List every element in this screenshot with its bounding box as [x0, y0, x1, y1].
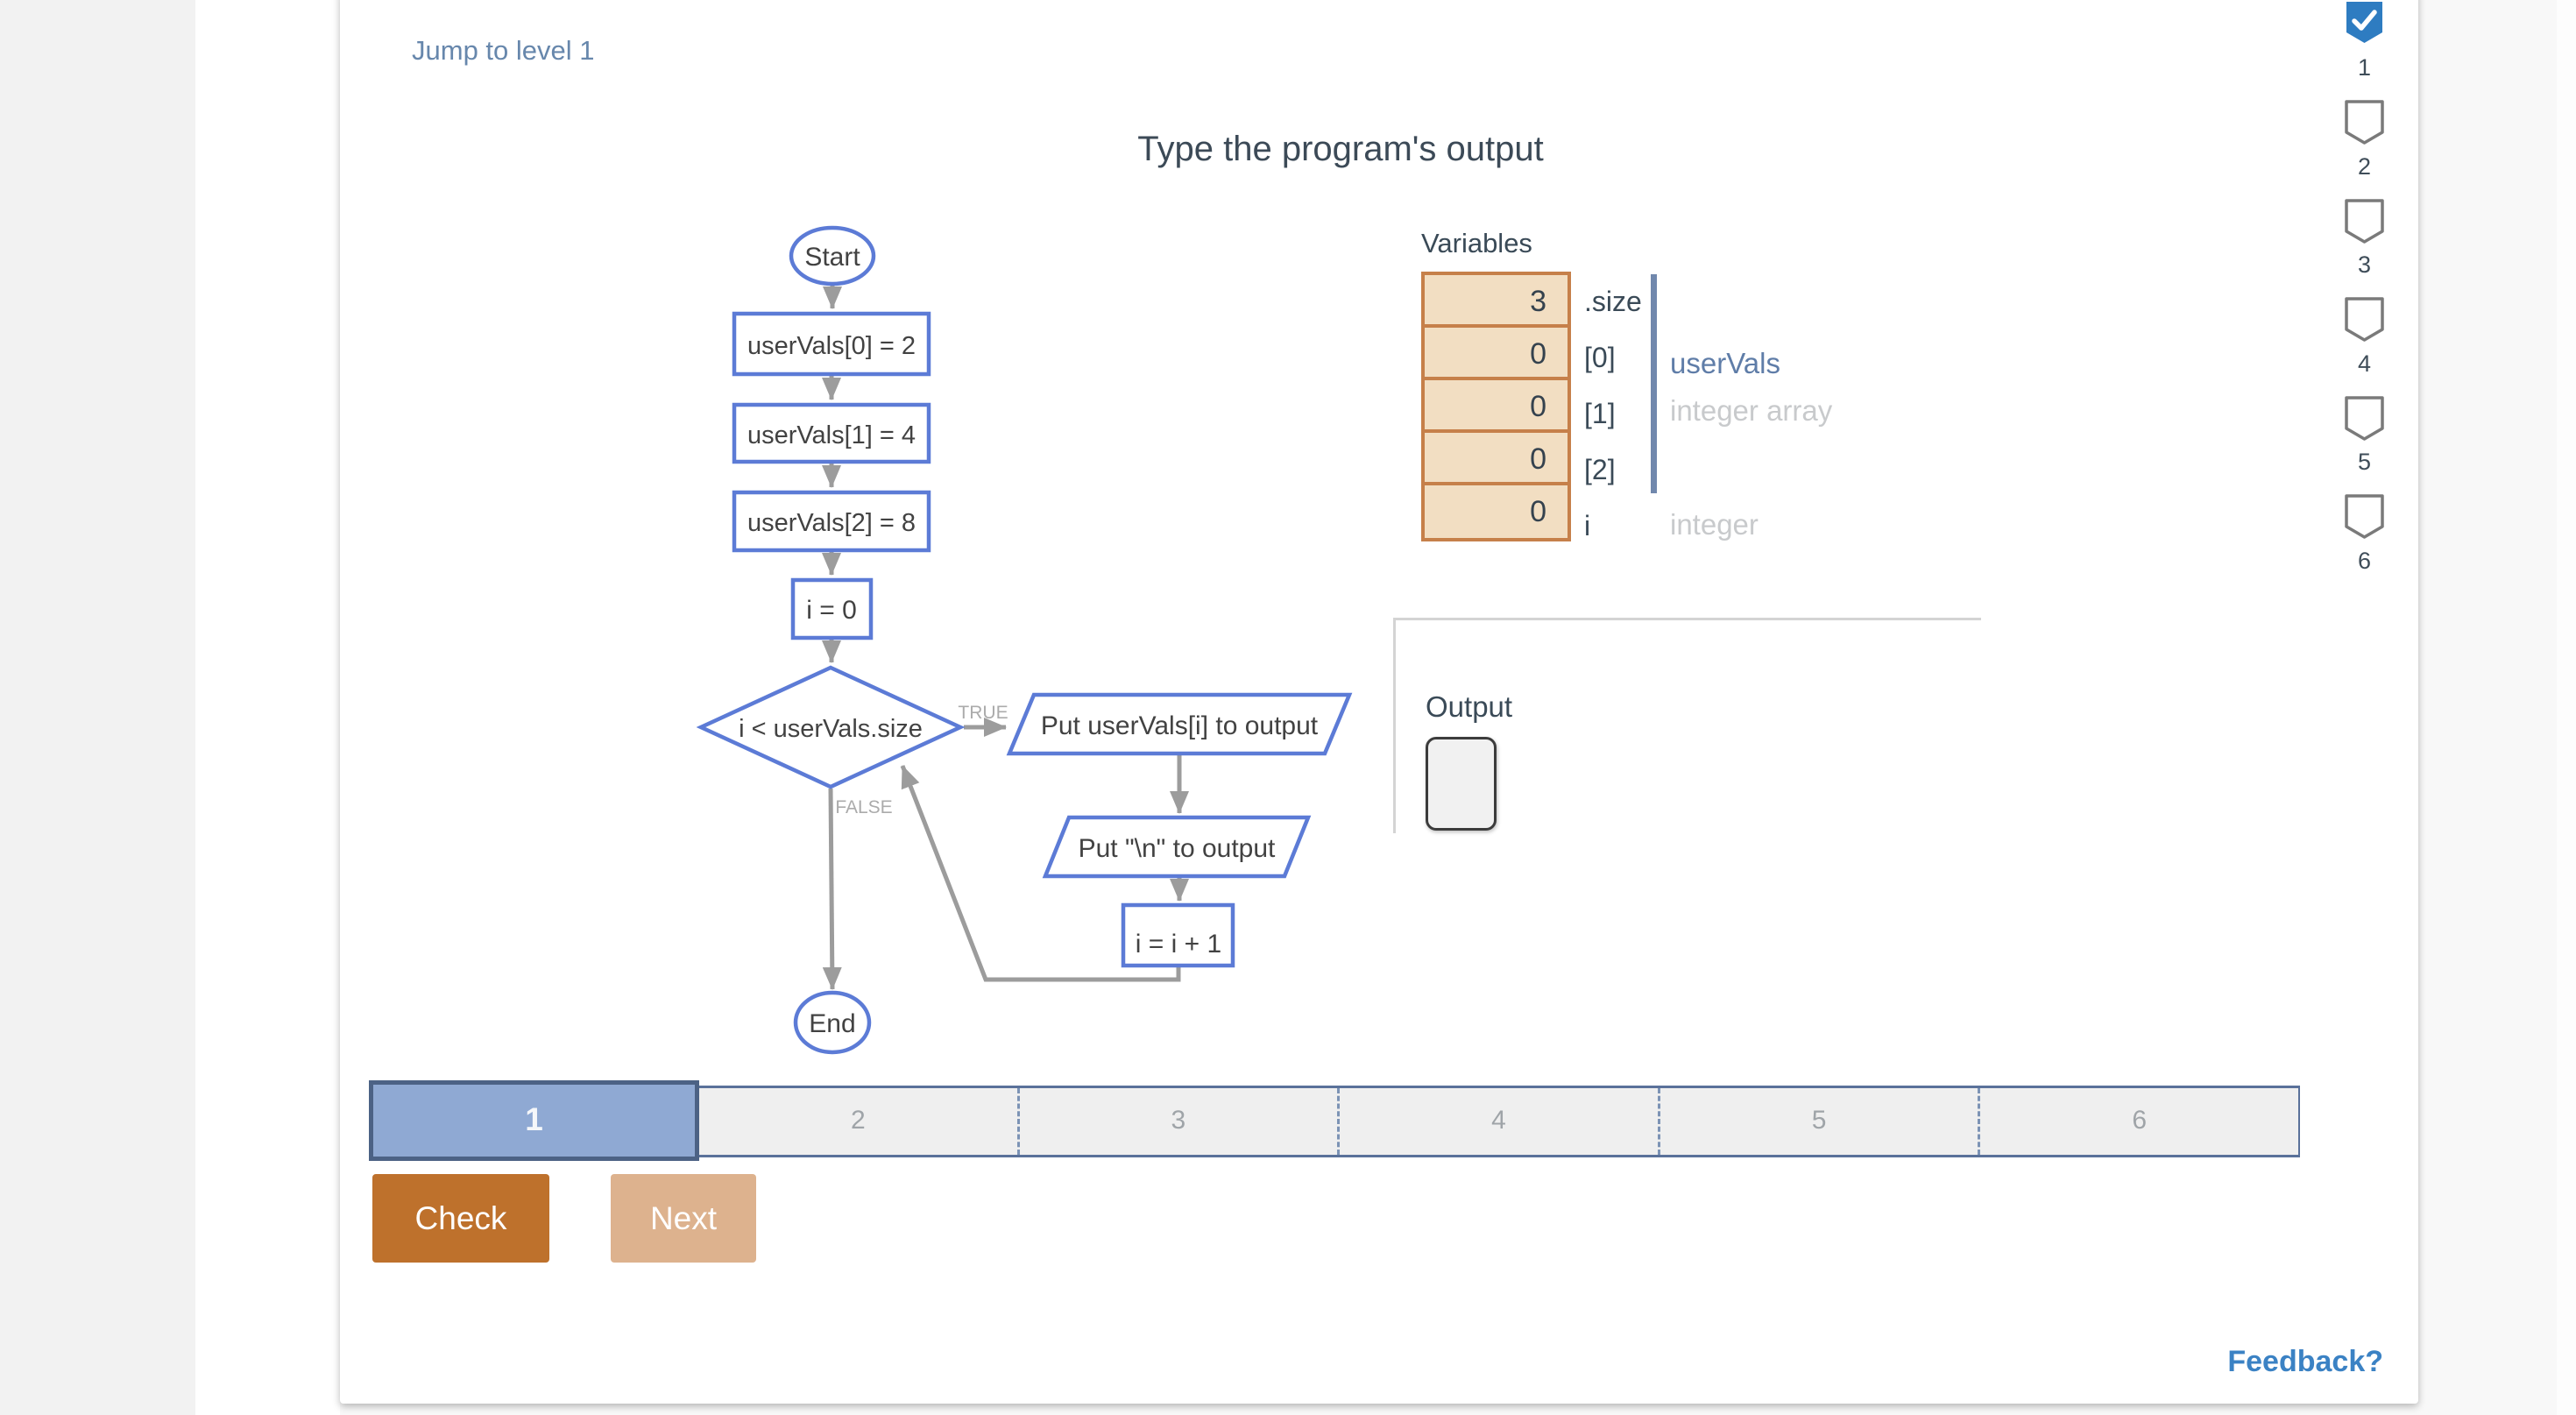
flowchart-diagram: Start userVals[0] = 2 userVals[1] = 4 us…	[696, 225, 1353, 1055]
variables-table: 3 0 0 0 0	[1421, 272, 1571, 541]
output-panel-top-border	[1393, 618, 1981, 620]
progress-segment: 4	[1340, 1088, 1660, 1155]
progress-segment: 2	[699, 1088, 1020, 1155]
arrow-loop-back	[900, 765, 1181, 982]
variables-title: Variables	[1421, 228, 1532, 258]
false-branch-label: FALSE	[835, 797, 892, 817]
output-label: Output	[1426, 690, 1513, 723]
array-type: integer array	[1670, 394, 1833, 427]
assign1-label: userVals[1] = 4	[747, 421, 916, 449]
level-badge-icon	[2345, 396, 2384, 441]
end-label: End	[809, 1009, 855, 1038]
variable-cell-2: 0	[1425, 433, 1568, 485]
jump-to-level-link[interactable]: Jump to level 1	[412, 35, 595, 66]
put-value-node	[1006, 692, 1353, 756]
assign0-label: userVals[0] = 2	[747, 332, 916, 360]
level-badge-number: 2	[2357, 153, 2372, 180]
condition-label: i < userVals.size	[739, 715, 923, 743]
increment-label: i = i + 1	[1136, 930, 1221, 959]
true-branch-label: TRUE	[958, 703, 1008, 723]
put-value-label: Put userVals[i] to output	[1041, 711, 1319, 740]
row-label-1: [1]	[1584, 398, 1616, 429]
left-white-column	[195, 0, 340, 1415]
progress-segment: 6	[2132, 1106, 2148, 1135]
start-label: Start	[804, 243, 860, 272]
array-group-bar	[1651, 274, 1657, 493]
output-panel-left-border	[1393, 618, 1396, 833]
feedback-link[interactable]: Feedback?	[2227, 1345, 2383, 1378]
check-button[interactable]: Check	[372, 1174, 549, 1263]
arrow-false-branch	[822, 788, 842, 990]
condition-node	[696, 665, 966, 789]
init-label: i = 0	[806, 596, 857, 625]
level-badge-number: 6	[2357, 548, 2372, 574]
variable-cell-0: 0	[1425, 328, 1568, 380]
variable-cell-i: 0	[1425, 485, 1568, 538]
level-badge-number: 4	[2357, 350, 2372, 377]
assign1-node	[732, 402, 931, 464]
level-badge-icon	[2345, 100, 2384, 145]
variable-cell-1: 0	[1425, 380, 1568, 433]
next-button[interactable]: Next	[611, 1174, 756, 1263]
level-badge-completed-icon	[2346, 2, 2382, 43]
level-badge-number: 5	[2357, 449, 2372, 475]
start-node	[789, 225, 876, 287]
increment-node	[1121, 902, 1235, 968]
row-label-0: [0]	[1584, 342, 1616, 373]
scalar-type: integer	[1670, 508, 1759, 541]
level-badge-icon	[2345, 494, 2384, 539]
end-node	[793, 990, 872, 1055]
scrollbar-track[interactable]	[2557, 0, 2576, 1415]
put-newline-node	[1042, 815, 1312, 879]
progress-segment: 3	[1020, 1088, 1341, 1155]
level-badge-number: 1	[2357, 54, 2372, 81]
level-badge-icon	[2345, 297, 2384, 342]
row-label-size: .size	[1584, 286, 1642, 317]
assign2-label: userVals[2] = 8	[747, 509, 916, 537]
progress-segment-active: 1	[369, 1080, 699, 1161]
row-label-2: [2]	[1584, 454, 1616, 485]
row-label-i: i	[1584, 510, 1591, 541]
assign0-node	[732, 311, 931, 377]
progress-segment: 5	[1660, 1088, 1981, 1155]
init-node	[790, 577, 874, 640]
array-name: userVals	[1670, 347, 1780, 379]
variable-cell-size: 3	[1425, 275, 1568, 328]
output-answer-input[interactable]	[1426, 737, 1497, 831]
activity-card	[340, 0, 2418, 1404]
activity-title: Type the program's output	[1137, 130, 1544, 168]
progress-track: 2 3 4 5 6	[699, 1086, 2300, 1157]
level-badge-number: 3	[2357, 251, 2372, 278]
assign2-node	[732, 490, 931, 553]
level-badge-icon	[2345, 199, 2384, 244]
put-newline-label: Put "\n" to output	[1079, 834, 1276, 863]
